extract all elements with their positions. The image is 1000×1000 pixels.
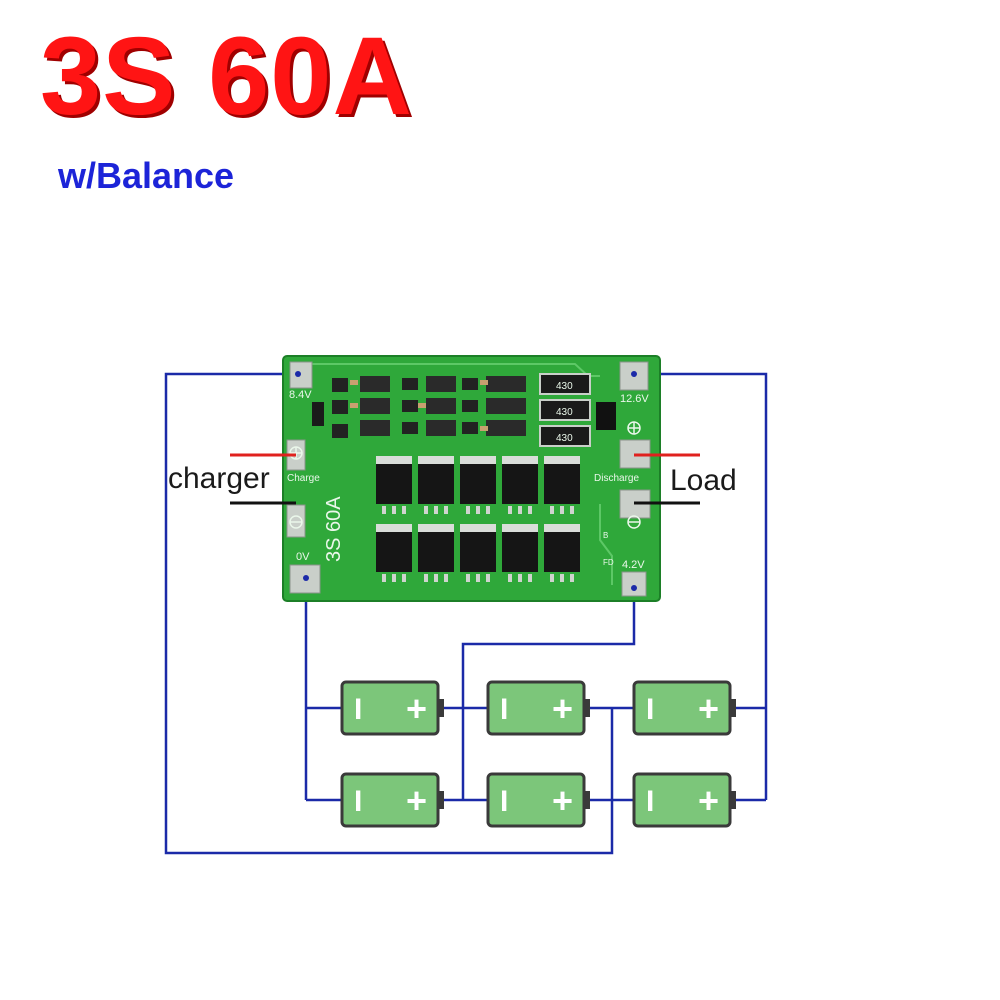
pad-8v4-hole — [295, 371, 301, 377]
mosfet — [418, 456, 454, 514]
resistor-3-code: 430 — [556, 433, 573, 444]
bms-board: 8.4V 12.6V Charge Discharge 0V 4.2V B FD… — [282, 355, 661, 602]
battery-plus-label: + — [552, 688, 573, 729]
pad-8v4 — [289, 361, 313, 389]
silk-ref-fd: FD — [603, 558, 614, 567]
mosfet — [502, 456, 538, 514]
battery-plus-label: + — [406, 780, 427, 821]
pad-charge-neg — [286, 504, 306, 538]
silk-8v4: 8.4V — [289, 389, 312, 401]
external-leads — [230, 453, 700, 505]
battery-cell: I+ — [632, 772, 736, 828]
mosfet — [544, 524, 580, 582]
pad-4v2 — [621, 571, 647, 597]
mosfet — [376, 524, 412, 582]
battery-cell: I+ — [340, 680, 444, 736]
mosfet — [544, 456, 580, 514]
battery-bank: I+I+I+I+I+I+ — [340, 680, 736, 828]
silk-0v: 0V — [296, 551, 310, 563]
wire-8v4-loop — [164, 372, 614, 855]
shunt-resistors: 430 430 430 — [539, 373, 591, 447]
battery-minus-label: I — [646, 785, 654, 818]
pad-4v2-hole — [631, 585, 637, 591]
silk-ref-b: B — [603, 531, 608, 540]
silk-4v2: 4.2V — [622, 559, 645, 571]
battery-minus-label: I — [354, 785, 362, 818]
resistor-2 — [539, 399, 591, 421]
battery-cell: I+ — [340, 772, 444, 828]
battery-minus-label: I — [500, 693, 508, 726]
mosfet — [418, 524, 454, 582]
silk-model: 3S 60A — [323, 496, 345, 562]
mosfet-array — [376, 456, 580, 582]
silk-discharge: Discharge — [594, 473, 639, 484]
battery-cell: I+ — [632, 680, 736, 736]
battery-plus-label: + — [552, 780, 573, 821]
mosfet — [376, 456, 412, 514]
battery-minus-label: I — [646, 693, 654, 726]
charger-label: charger — [168, 462, 270, 495]
pad-0v-hole — [303, 575, 309, 581]
load-label: Load — [670, 464, 737, 497]
resistor-2-code: 430 — [556, 407, 573, 418]
battery-cell: I+ — [486, 772, 590, 828]
battery-plus-label: + — [406, 688, 427, 729]
top-smd-area — [312, 376, 616, 438]
resistor-1-code: 430 — [556, 381, 573, 392]
silk-12v6: 12.6V — [620, 393, 649, 405]
page-subtitle: w/Balance — [58, 155, 235, 196]
battery-minus-label: I — [500, 785, 508, 818]
pad-12v6-hole — [631, 371, 637, 377]
page-title: 3S 60A — [40, 15, 413, 138]
wire-4v2-junction — [461, 590, 636, 800]
silk-charge: Charge — [287, 473, 320, 484]
battery-minus-label: I — [354, 693, 362, 726]
mosfet — [460, 456, 496, 514]
pcb-trace-outline — [300, 363, 600, 377]
wire-12v6-right — [634, 372, 768, 800]
battery-plus-label: + — [698, 688, 719, 729]
mosfet — [460, 524, 496, 582]
battery-plus-label: + — [698, 780, 719, 821]
resistor-3 — [539, 425, 591, 447]
resistor-1 — [539, 373, 591, 395]
polarity-symbols — [289, 421, 641, 529]
mosfet — [502, 524, 538, 582]
pcb-trace-right — [599, 504, 613, 585]
wiring — [164, 372, 768, 855]
battery-cell: I+ — [486, 680, 590, 736]
